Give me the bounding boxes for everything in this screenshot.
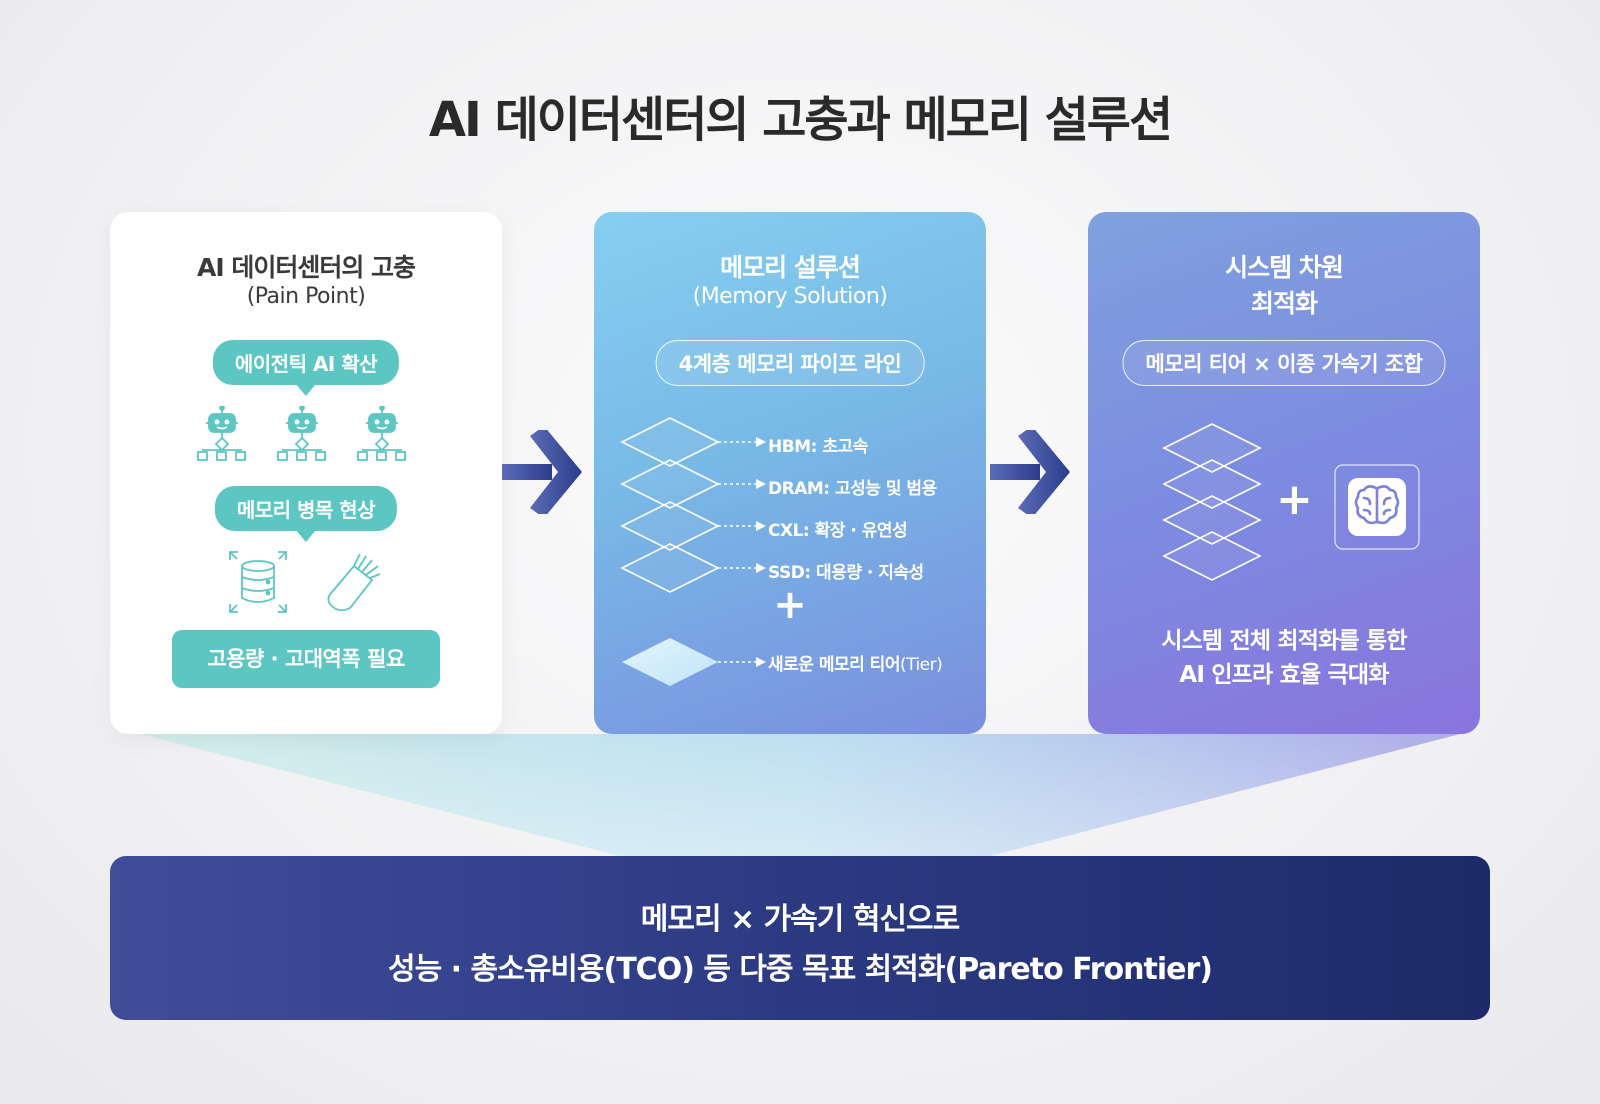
system-title-line1: 시스템 차원 xyxy=(1225,253,1344,282)
four-tier-pipeline-pill: 4계층 메모리 파이프 라인 xyxy=(655,340,925,386)
new-tier-label-bold: 새로운 메모리 티어 xyxy=(768,655,900,675)
bottom-summary-line1: 메모리 × 가속기 혁신으로 xyxy=(640,902,960,937)
bottom-summary-bar: 메모리 × 가속기 혁신으로 성능 · 총소유비용(TCO) 등 다중 목표 최… xyxy=(110,856,1490,1020)
system-title-line2: 최적화 xyxy=(1250,289,1318,318)
robot-icons xyxy=(197,406,406,461)
page-title: AI 데이터센터의 고충과 메모리 설루션 xyxy=(428,92,1173,148)
bottom-summary-line2: 성능 · 총소유비용(TCO) 등 다중 목표 최적화(Pareto Front… xyxy=(388,952,1213,987)
new-tier-label: 새로운 메모리 티어(Tier) xyxy=(768,650,943,675)
high-capacity-need-box: 고용량 · 고대역폭 필요 xyxy=(172,630,440,688)
system-result-line2: AI 인프라 효율 극대화 xyxy=(1179,662,1389,688)
pain-point-title: AI 데이터센터의 고충 xyxy=(196,253,416,282)
new-tier-icon xyxy=(622,638,766,686)
pain-point-card: AI 데이터센터의 고충 (Pain Point) 에이전틱 AI 확산 xyxy=(110,212,502,734)
tier-accelerator-pill: 메모리 티어 × 이종 가속기 조합 xyxy=(1122,340,1446,386)
system-result-line1: 시스템 전체 최적화를 통한 xyxy=(1161,628,1407,654)
arrow-right-icon xyxy=(502,430,582,514)
ai-chip-brain-icon xyxy=(1334,464,1420,550)
robot-icon xyxy=(197,406,406,461)
agentic-ai-pill: 에이전틱 AI 확산 xyxy=(212,340,400,385)
new-tier-label-thin: (Tier) xyxy=(899,655,943,675)
memory-stack-icon xyxy=(1162,423,1262,581)
tier-dram-label: DRAM: 고성능 및 범용 xyxy=(768,479,937,499)
arrow-right-icon xyxy=(990,430,1070,514)
plus-sign: + xyxy=(1276,474,1313,525)
system-result-text: 시스템 전체 최적화를 통한 AI 인프라 효율 극대화 xyxy=(1088,624,1480,692)
database-icon xyxy=(229,551,287,613)
plus-sign: + xyxy=(773,582,807,628)
tier-cxl-label: CXL: 확장 · 유연성 xyxy=(768,521,908,541)
memory-solution-card: 메모리 설루션 (Memory Solution) 4계층 메모리 파이프 라인… xyxy=(594,212,986,734)
pain-point-subtitle: (Pain Point) xyxy=(246,284,366,309)
bottleneck-icons xyxy=(229,551,381,613)
memory-solution-subtitle: (Memory Solution) xyxy=(692,284,888,309)
system-optimization-card: 시스템 차원 최적화 메모리 티어 × 이종 가속기 조합 + 시스템 전체 최… xyxy=(1088,212,1480,734)
tier-hbm-label: HBM: 초고속 xyxy=(768,437,868,457)
memory-stack-icon xyxy=(620,417,766,593)
memory-bottleneck-pill: 메모리 병목 현상 xyxy=(214,486,398,531)
cable-icon xyxy=(327,553,381,612)
memory-solution-title: 메모리 설루션 xyxy=(720,253,861,282)
tier-ssd-label: SSD: 대용량 · 지속성 xyxy=(768,563,924,583)
